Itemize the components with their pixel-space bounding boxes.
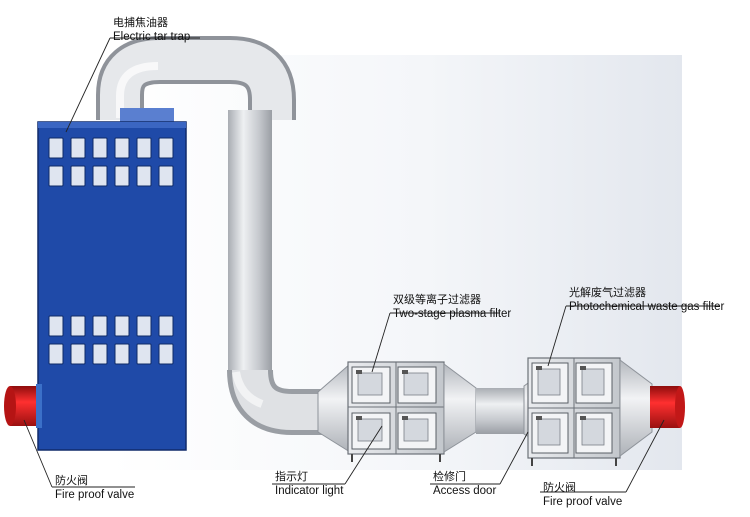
label-fire-valve-left: 防火阀 Fire proof valve [55,474,134,502]
indicator-light [536,416,542,420]
tower-window [92,315,108,337]
indicator-light [356,416,362,420]
label-zh: 检修门 [433,470,466,483]
label-zh: 防火阀 [55,474,88,487]
tower-window [48,165,64,187]
tower-window [70,343,86,365]
label-en: Fire proof valve [55,489,135,501]
duct-pipe [96,36,330,435]
plasma-door-panels [351,366,437,450]
door-window [357,418,383,442]
tower-window [114,137,130,159]
tower-window [158,165,174,187]
label-en: Two-stage plasma filter [393,308,512,320]
tower-window [92,137,108,159]
indicator-light [356,370,362,374]
tower-window [136,165,152,187]
label-zh: 防火阀 [543,481,576,494]
label-en: Indicator light [275,485,344,497]
tower-window [92,165,108,187]
tower-window [136,137,152,159]
tower-window [114,315,130,337]
tower-window [158,137,174,159]
door-window [581,418,605,446]
plasma-filter [317,361,477,462]
tower-window [70,137,86,159]
label-en: Electric tar trap [113,31,191,43]
indicator-light [580,416,586,420]
label-electric-tar-trap: 电捕焦油器 Electric tar trap [113,16,190,44]
label-access-door: 检修门 Access door [433,470,496,498]
tower-window [136,343,152,365]
label-fire-valve-right: 防火阀 Fire proof valve [543,481,622,509]
tower-window [48,137,64,159]
indicator-light [580,366,586,370]
leader-lines [23,37,720,493]
door-window [357,372,383,396]
label-zh: 光解废气过滤器 [569,286,646,299]
tower-window [158,343,174,365]
label-zh: 电捕焦油器 [113,16,168,29]
tower-window [114,343,130,365]
tower-window [48,315,64,337]
door-window [581,368,605,396]
label-en: Access door [433,485,497,497]
indicator-light [402,416,408,420]
door-window [403,418,429,442]
label-en: Fire proof valve [543,496,623,508]
label-plasma-filter: 双级等离子过滤器 Two-stage plasma filter [393,293,511,321]
tower-window [70,165,86,187]
tower-window [136,315,152,337]
fire-valve-right [650,386,685,428]
connector-pipe [476,388,524,434]
label-en: Photochemical waste gas filter [569,301,725,313]
indicator-light [536,366,542,370]
tower-window [70,315,86,337]
label-zh: 指示灯 [275,470,308,483]
tower-window [114,165,130,187]
label-indicator-light: 指示灯 Indicator light [275,470,343,498]
fire-valve-left [4,384,42,428]
label-zh: 双级等离子过滤器 [393,293,481,306]
tower-window [158,315,174,337]
label-photochemical-filter: 光解废气过滤器 Photochemical waste gas filter [569,286,724,314]
indicator-light [402,370,408,374]
tower-window [48,343,64,365]
tower-window-grid [48,137,174,365]
photo-door-panels [531,362,613,454]
door-window [537,418,561,446]
tower-window [92,343,108,365]
door-window [537,368,561,396]
door-window [403,372,429,396]
